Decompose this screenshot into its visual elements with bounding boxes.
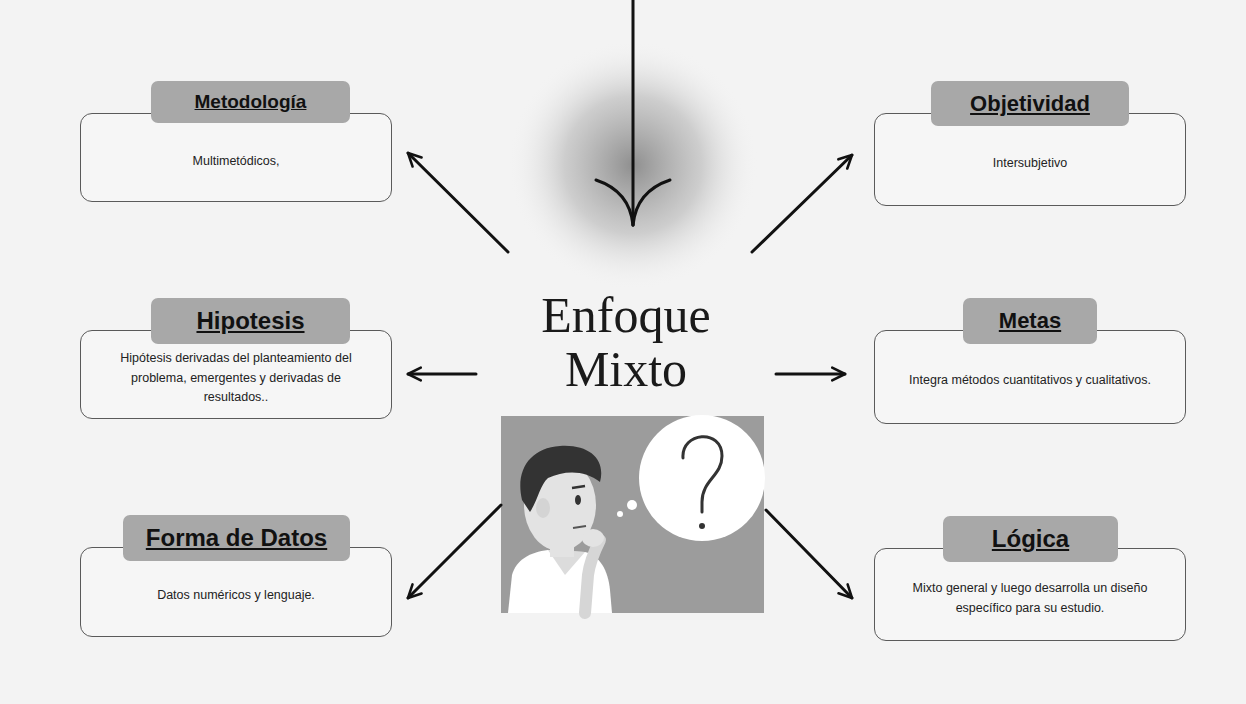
arrow-connector: [752, 155, 852, 252]
feature-box: MetasIntegra métodos cuantitativos y cua…: [874, 330, 1186, 424]
center-label: Enfoque Mixto: [531, 288, 721, 396]
top-arrow: [596, 0, 670, 225]
arrow-connector: [408, 373, 476, 376]
arrow-connector: [408, 505, 501, 598]
box-body: Intersubjetivo: [975, 142, 1085, 177]
heading-tab: Lógica: [943, 516, 1118, 562]
arrow-connector: [408, 153, 508, 252]
heading-tab: Forma de Datos: [123, 515, 350, 561]
arrow-connector: [766, 510, 852, 598]
box-heading: Metas: [999, 308, 1061, 334]
feature-box: ObjetividadIntersubjetivo: [874, 113, 1186, 206]
feature-box: LógicaMixto general y luego desarrolla u…: [874, 548, 1186, 641]
box-body: Integra métodos cuantitativos y cualitat…: [891, 359, 1169, 394]
feature-box: HipotesisHipótesis derivadas del plantea…: [80, 330, 392, 419]
box-heading: Objetividad: [970, 91, 1090, 117]
box-body: Hipótesis derivadas del planteamiento de…: [81, 337, 391, 411]
box-body: Datos numéricos y lenguaje.: [139, 574, 333, 609]
box-heading: Hipotesis: [196, 307, 304, 335]
heading-tab: Objetividad: [931, 81, 1129, 126]
box-body: Multimetódicos,: [175, 140, 298, 175]
box-heading: Lógica: [992, 525, 1069, 553]
feature-box: MetodologíaMultimetódicos,: [80, 113, 392, 202]
box-heading: Metodología: [195, 91, 307, 113]
arrow-connector: [776, 373, 845, 376]
heading-tab: Metas: [963, 298, 1097, 344]
thinking-man: [501, 415, 765, 613]
heading-tab: Hipotesis: [151, 298, 350, 344]
center-title: Enfoque Mixto: [476, 288, 776, 406]
heading-tab: Metodología: [151, 81, 350, 123]
feature-box: Forma de DatosDatos numéricos y lenguaje…: [80, 547, 392, 637]
box-heading: Forma de Datos: [146, 524, 327, 552]
box-body: Mixto general y luego desarrolla un dise…: [875, 567, 1185, 622]
